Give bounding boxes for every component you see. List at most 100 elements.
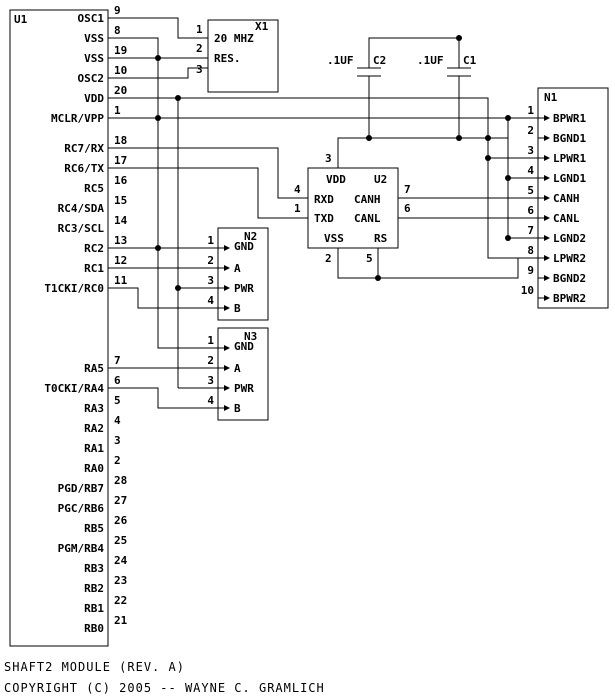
- n1-pins: 1BPWR12BGND13LPWR14LGND15CANH6CANL7LGND2…: [521, 104, 587, 305]
- n1-pin-arrow: [544, 275, 550, 281]
- u1-pin-number: 15: [114, 194, 127, 207]
- n2-body: [217, 227, 269, 321]
- u2-rs-label: RS: [374, 232, 387, 245]
- u1-pin-name: RC3/SCL: [58, 222, 105, 235]
- u1-pin-number: 6: [114, 374, 121, 387]
- u1-pin-number: 11: [114, 274, 128, 287]
- n1-pin-number: 7: [527, 224, 534, 237]
- u1-pin-number: 17: [114, 154, 127, 167]
- n1-pin-name: LPWR1: [553, 152, 586, 165]
- n3-pin-arrow: [224, 365, 230, 371]
- n1-pin-number: 1: [527, 104, 534, 117]
- u2-canh-label: CANH: [354, 193, 381, 206]
- u1-pin-name: RB2: [84, 582, 104, 595]
- u1-pin-number: 2: [114, 454, 121, 467]
- u2-vss-pin-number: 2: [325, 252, 332, 265]
- u1-pin-name: RC4/SDA: [58, 202, 105, 215]
- wires: [108, 17, 538, 409]
- n1-pin-name: CANL: [553, 212, 580, 225]
- u1-pin-number: 22: [114, 594, 127, 607]
- u1-pin-name: RB5: [84, 522, 104, 535]
- x1-body: [207, 19, 279, 93]
- u2-rxd-pin-number: 4: [294, 183, 301, 196]
- u2-canl-label: CANL: [354, 212, 381, 225]
- x1-value: 20 MHZ: [214, 32, 254, 45]
- n1-pin-arrow: [544, 115, 550, 121]
- u2-rs-pin-number: 5: [366, 252, 373, 265]
- n3-pin-arrow: [224, 405, 230, 411]
- n2-pin-arrow: [224, 305, 230, 311]
- u1-pin-number: 20: [114, 84, 127, 97]
- n3-pin-number: 2: [207, 354, 214, 367]
- u1-pin-name: RB1: [84, 602, 104, 615]
- n3-pin-name: A: [234, 362, 241, 375]
- u1-pin-name: RA1: [84, 442, 104, 455]
- n2-pin-arrow: [224, 245, 230, 251]
- u1-pin-number: 8: [114, 24, 121, 37]
- x1-pin1-number: 1: [196, 23, 203, 36]
- x1-pin2-number: 2: [196, 42, 203, 55]
- u1-pin-number: 23: [114, 574, 127, 587]
- n2-pin-number: 3: [207, 274, 214, 287]
- n3-pin-number: 4: [207, 394, 214, 407]
- u1-pin-number: 3: [114, 434, 121, 447]
- u1-pin-number: 5: [114, 394, 121, 407]
- n2-pin-number: 2: [207, 254, 214, 267]
- u2-rxd-label: RXD: [314, 193, 334, 206]
- u1-pin-number: 1: [114, 104, 121, 117]
- n1-ref: N1: [544, 91, 558, 104]
- u1-ref: U1: [14, 13, 28, 26]
- u1-pin-name: RA2: [84, 422, 104, 435]
- u1-pin-name: T0CKI/RA4: [44, 382, 104, 395]
- n3-pin-name: PWR: [234, 382, 254, 395]
- n2-pin-name: PWR: [234, 282, 254, 295]
- n3-pin-number: 3: [207, 374, 214, 387]
- u1-pin-number: 18: [114, 134, 127, 147]
- n3-pin-name: B: [234, 402, 241, 415]
- n1-pin-arrow: [544, 175, 550, 181]
- u1-pin-name: PGM/RB4: [58, 542, 105, 555]
- u2-vss-label: VSS: [324, 232, 344, 245]
- n1-pin-arrow: [544, 195, 550, 201]
- x1-ref: X1: [255, 20, 269, 33]
- n1-pin-number: 2: [527, 124, 534, 137]
- n3-ref: N3: [244, 330, 257, 343]
- u2-txd-pin-number: 1: [294, 202, 301, 215]
- u1-pin-number: 21: [114, 614, 128, 627]
- u2-canl-pin-number: 6: [404, 202, 411, 215]
- u1-pin-number: 4: [114, 414, 121, 427]
- u1-pin-name: OSC2: [78, 72, 105, 85]
- n2-pin-number: 4: [207, 294, 214, 307]
- u1-pin-name: RC1: [84, 262, 104, 275]
- n1-pin-number: 6: [527, 204, 534, 217]
- u1-pin-name: T1CKI/RC0: [44, 282, 104, 295]
- u1-pin-name: RB3: [84, 562, 104, 575]
- n3-body: [217, 327, 269, 421]
- u1-pin-number: 14: [114, 214, 128, 227]
- u2-canh-pin-number: 7: [404, 183, 411, 196]
- u2-body: [307, 167, 399, 249]
- n1-pin-name: LGND1: [553, 172, 586, 185]
- n1-pin-number: 3: [527, 144, 534, 157]
- u1-pin-number: 10: [114, 64, 127, 77]
- u1-pin-name: VSS: [84, 32, 104, 45]
- u1-pin-name: RA5: [84, 362, 104, 375]
- u1-pin-name: RA0: [84, 462, 104, 475]
- c1-value: .1UF: [417, 54, 444, 67]
- u1-pin-name: RB0: [84, 622, 104, 635]
- u1-pin-name: MCLR/VPP: [51, 112, 104, 125]
- n1-pin-arrow: [544, 155, 550, 161]
- c2-value: .1UF: [327, 54, 354, 67]
- n3-pin-name: GND: [234, 340, 254, 353]
- u1-pin-name: PGC/RB6: [58, 502, 105, 515]
- u2-vdd-pin-number: 3: [325, 152, 332, 165]
- n1-pin-arrow: [544, 215, 550, 221]
- n2-ref: N2: [244, 230, 257, 243]
- n1-pin-name: BGND2: [553, 272, 586, 285]
- copyright-notice: COPYRIGHT (C) 2005 -- WAYNE C. GRAMLICH: [4, 681, 325, 695]
- n3-pin-arrow: [224, 385, 230, 391]
- c1-ref: C1: [463, 54, 477, 67]
- u2-txd-label: TXD: [314, 212, 334, 225]
- u1-pin-name: RC7/RX: [64, 142, 104, 155]
